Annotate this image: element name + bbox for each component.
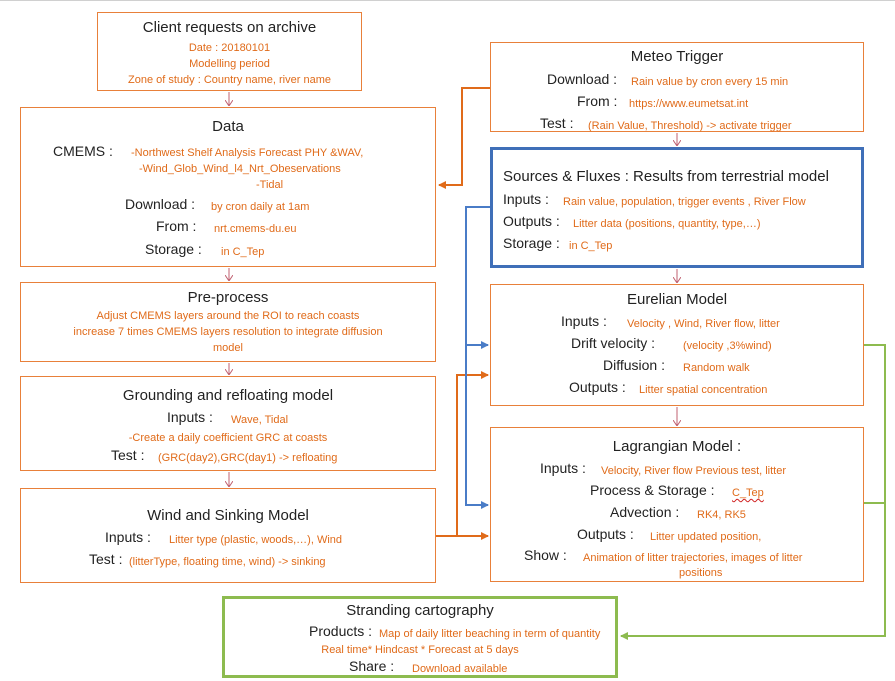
eurelian-model-box: Eurelian Model Inputs : Velocity , Wind,… (490, 284, 864, 406)
client-period: Modelling period (189, 58, 270, 70)
client-zone: Zone of study : Country name, river name (128, 74, 331, 86)
data-storage-val: in C_Tep (221, 246, 265, 258)
eurelian-outputs-key: Outputs : (569, 379, 626, 395)
stranding-share-key: Share : (349, 658, 395, 674)
eurelian-outputs-val: Litter spatial concentration (639, 384, 768, 396)
wind-inputs-val: Litter type (plastic, woods,…), Wind (169, 534, 343, 546)
meteo-test-key: Test : (540, 115, 574, 131)
arrow-models-to-stranding (864, 344, 886, 504)
sources-fluxes-box: Sources & Fluxes : Results from terrestr… (490, 147, 864, 268)
stranding-line: Real time* Hindcast * Forecast at 5 days (321, 644, 519, 656)
meteo-test-val: (Rain Value, Threshold) -> activate trig… (588, 120, 792, 132)
wind-test-val: (litterType, floating time, wind) -> sin… (129, 556, 326, 568)
stranding-products-val: Map of daily litter beaching in term of … (379, 628, 601, 640)
meteo-from-val: https://www.eumetsat.int (629, 98, 749, 110)
stranding-products-key: Products : (309, 623, 373, 639)
data-storage-key: Storage : (145, 241, 202, 257)
client-date: Date : 20180101 (188, 42, 271, 54)
sources-inputs-val: Rain value, population, trigger events ,… (563, 196, 806, 208)
lagrangian-title: Lagrangian Model : (612, 438, 742, 455)
wind-test-key: Test : (89, 551, 123, 567)
eurelian-drift-val: (velocity ,3%wind) (683, 340, 772, 352)
sources-storage-key: Storage : (503, 235, 560, 251)
arrow-sources-to-lagrangian-blue (465, 345, 489, 509)
preprocess-line2: increase 7 times CMEMS layers resolution… (73, 326, 383, 338)
lagrangian-outputs-val: Litter updated position, (650, 531, 762, 543)
preprocess-box: Pre-process Adjust CMEMS layers around t… (20, 282, 436, 362)
meteo-download-val: Rain value by cron every 15 min (631, 76, 789, 88)
client-title: Client requests on archive (142, 19, 317, 36)
grounding-title: Grounding and refloating model (122, 387, 334, 404)
lagrangian-show-val-2: positions (679, 567, 723, 579)
data-cmems-key: CMEMS : (53, 143, 113, 159)
preprocess-title: Pre-process (187, 289, 269, 306)
data-from-val: nrt.cmems-du.eu (214, 223, 297, 235)
lagrangian-show-key: Show : (524, 547, 567, 563)
arrow-lagrangian-to-stranding (620, 503, 886, 640)
wind-title: Wind and Sinking Model (147, 507, 309, 524)
data-cmems-2: -Wind_Glob_Wind_l4_Nrt_Obeservations (139, 163, 341, 175)
lagrangian-process-val: C_Tep (732, 487, 764, 499)
sources-storage-val: in C_Tep (569, 240, 613, 252)
preprocess-line1: Adjust CMEMS layers around the ROI to re… (96, 310, 360, 322)
meteo-trigger-box: Meteo Trigger Download : Rain value by c… (490, 42, 864, 132)
top-border (0, 0, 895, 1)
data-box: Data CMEMS : -Northwest Shelf Analysis F… (20, 107, 436, 267)
grounding-line: -Create a daily coefficient GRC at coast… (128, 432, 328, 444)
sources-outputs-key: Outputs : (503, 213, 560, 229)
preprocess-line3: model (213, 342, 243, 354)
data-download-key: Download : (125, 196, 196, 212)
wind-inputs-key: Inputs : (105, 529, 151, 545)
data-from-key: From : (156, 218, 197, 234)
lagrangian-advection-val: RK4, RK5 (697, 509, 746, 521)
grounding-box: Grounding and refloating model Inputs : … (20, 376, 436, 471)
meteo-from-key: From : (577, 93, 618, 109)
lagrangian-inputs-val: Velocity, River flow Previous test, litt… (601, 465, 787, 477)
client-requests-box: Client requests on archive Date : 201801… (97, 12, 362, 91)
data-cmems-3: -Tidal (256, 179, 284, 191)
lagrangian-show-val-1: Animation of litter trajectories, images… (583, 552, 803, 564)
eurelian-title: Eurelian Model (626, 291, 728, 308)
eurelian-inputs-key: Inputs : (561, 313, 607, 329)
meteo-title: Meteo Trigger (630, 48, 724, 65)
stranding-share-val: Download available (412, 663, 508, 675)
data-title: Data (212, 118, 244, 135)
eurelian-diffusion-val: Random walk (683, 362, 750, 374)
lagrangian-inputs-key: Inputs : (540, 460, 586, 476)
lagrangian-process-key: Process & Storage : (590, 482, 715, 498)
grounding-inputs-val: Wave, Tidal (231, 414, 289, 426)
eurelian-drift-key: Drift velocity : (571, 335, 656, 351)
sources-inputs-key: Inputs : (503, 191, 549, 207)
eurelian-inputs-val: Velocity , Wind, River flow, litter (627, 318, 780, 330)
stranding-title: Stranding cartography (346, 602, 494, 619)
stranding-cartography-box: Stranding cartography Products : Map of … (222, 596, 618, 678)
meteo-download-key: Download : (547, 71, 618, 87)
lagrangian-outputs-key: Outputs : (577, 526, 634, 542)
arrow-meteo-to-data (438, 87, 490, 189)
lagrangian-model-box: Lagrangian Model : Inputs : Velocity, Ri… (490, 427, 864, 582)
data-cmems-1: -Northwest Shelf Analysis Forecast PHY &… (131, 147, 364, 159)
wind-sinking-box: Wind and Sinking Model Inputs : Litter t… (20, 488, 436, 583)
data-download-val: by cron daily at 1am (211, 201, 310, 213)
sources-title: Sources & Fluxes : Results from terrestr… (503, 168, 829, 185)
grounding-test-val: (GRC(day2),GRC(day1) -> refloating (158, 452, 338, 464)
lagrangian-advection-key: Advection : (610, 504, 680, 520)
eurelian-diffusion-key: Diffusion : (603, 357, 665, 373)
arrow-wind-to-eurelian (436, 371, 489, 537)
grounding-test-key: Test : (111, 447, 145, 463)
arrow-sources-to-eurelian-blue (465, 206, 490, 349)
grounding-inputs-key: Inputs : (167, 409, 213, 425)
sources-outputs-val: Litter data (positions, quantity, type,…… (573, 218, 761, 230)
